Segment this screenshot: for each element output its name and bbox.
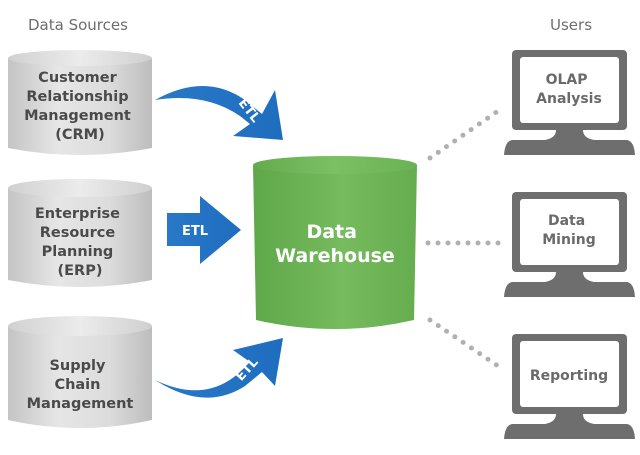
user-label-olap: OLAP Analysis xyxy=(536,72,602,107)
label-line: (CRM) xyxy=(55,127,105,143)
warehouse-label: Data Warehouse xyxy=(275,221,395,267)
label-line: Enterprise xyxy=(35,206,120,222)
user-label-reporting: Reporting xyxy=(530,368,608,384)
source-label-crm: Customer Relationship Management (CRM) xyxy=(24,70,136,143)
etl-arrow-erp: ETL xyxy=(167,196,241,264)
cylinder-body xyxy=(253,165,417,329)
label-line: Resource xyxy=(40,225,116,241)
source-cylinder-erp[interactable]: Enterprise Resource Planning (ERP) xyxy=(8,179,152,287)
etl-label: ETL xyxy=(182,224,208,239)
cylinder-body xyxy=(8,188,152,287)
user-monitor-olap[interactable]: OLAP Analysis xyxy=(504,50,635,155)
monitor-stand xyxy=(545,414,594,424)
label-line: Data xyxy=(548,213,585,229)
connector-reporting xyxy=(427,317,501,369)
cylinder-top xyxy=(253,156,417,174)
connector-olap xyxy=(427,108,501,161)
cylinder-top xyxy=(8,179,152,197)
label-line: Warehouse xyxy=(275,245,395,267)
cylinder-top xyxy=(8,316,152,336)
source-cylinder-crm[interactable]: Customer Relationship Management (CRM) xyxy=(8,50,152,155)
keyboard-base xyxy=(504,424,635,439)
keyboard-base xyxy=(504,140,635,155)
source-label-scm: Supply Chain Management xyxy=(27,358,134,412)
data-warehouse-cylinder[interactable]: Data Warehouse xyxy=(253,156,417,329)
keyboard-base xyxy=(504,282,635,297)
cylinder-body xyxy=(8,58,152,155)
monitor-stand xyxy=(545,130,594,140)
label-line: OLAP xyxy=(546,72,588,88)
label-line: Reporting xyxy=(530,368,608,384)
label-line: Relationship xyxy=(26,89,128,105)
arrow-curved-up-icon xyxy=(155,338,283,398)
user-monitor-reporting[interactable]: Reporting xyxy=(504,334,635,439)
label-line: Chain xyxy=(54,377,100,393)
arrow-curved-down-icon xyxy=(155,86,283,140)
cylinder-top xyxy=(8,50,152,66)
label-line: Management xyxy=(27,396,134,412)
label-line: Analysis xyxy=(536,91,602,107)
arrow-right-icon xyxy=(167,196,241,264)
monitor-stand xyxy=(545,272,594,282)
source-label-erp: Enterprise Resource Planning (ERP) xyxy=(35,206,125,279)
monitor-screen xyxy=(520,341,619,407)
label-line: Management xyxy=(24,108,131,124)
etl-arrow-crm: ETL xyxy=(155,86,283,140)
data-sources-heading: Data Sources xyxy=(28,16,128,34)
dotted-line xyxy=(427,108,501,161)
label-line: Supply xyxy=(49,358,105,374)
label-line: Customer xyxy=(38,70,117,86)
label-line: Data xyxy=(306,221,357,243)
dotted-line xyxy=(427,317,501,369)
etl-arrow-scm: ETL xyxy=(155,338,283,398)
users-heading: Users xyxy=(550,16,592,34)
cylinder-body xyxy=(8,326,152,428)
label-line: Mining xyxy=(542,232,595,248)
monitor-screen xyxy=(520,199,619,265)
label-line: (ERP) xyxy=(58,263,103,279)
user-monitor-mining[interactable]: Data Mining xyxy=(504,192,635,297)
source-cylinder-scm[interactable]: Supply Chain Management xyxy=(8,316,152,428)
monitor-screen xyxy=(520,57,619,123)
label-line: Planning xyxy=(42,244,114,260)
user-label-mining: Data Mining xyxy=(542,213,595,248)
